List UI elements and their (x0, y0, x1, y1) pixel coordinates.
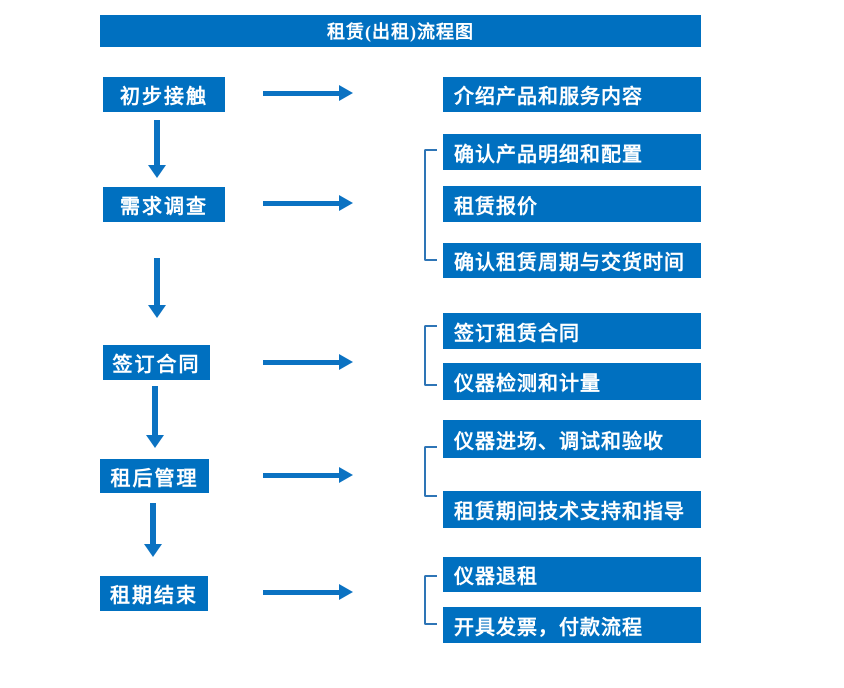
detail-box-instrument-return: 仪器退租 (443, 557, 701, 592)
detail-box-introduce-products-services: 介绍产品和服务内容 (443, 77, 701, 112)
detail-box-sign-rental-contract: 签订租赁合同 (443, 313, 701, 349)
detail-box-confirm-period-delivery: 确认租赁周期与交货时间 (443, 243, 701, 278)
group-bracket-demand-survey (424, 149, 437, 261)
group-bracket-post-rental (424, 446, 437, 497)
diagram-title: 租赁(出租)流程图 (100, 15, 701, 47)
group-bracket-sign-contract (424, 325, 437, 386)
detail-box-instrument-testing-metering: 仪器检测和计量 (443, 363, 701, 400)
step-box-initial-contact: 初步接触 (103, 77, 225, 112)
step-box-demand-survey: 需求调查 (103, 187, 225, 222)
detail-box-instrument-entry-debug-acceptance: 仪器进场、调试和验收 (443, 420, 701, 458)
step-box-sign-contract: 签订合同 (103, 345, 210, 380)
detail-box-rental-quotation: 租赁报价 (443, 186, 701, 222)
group-bracket-rental-end (424, 575, 437, 625)
detail-box-confirm-product-config: 确认产品明细和配置 (443, 134, 701, 170)
detail-box-technical-support-guidance: 租赁期间技术支持和指导 (443, 491, 701, 528)
step-box-rental-end: 租期结束 (100, 576, 208, 611)
detail-box-invoice-payment-process: 开具发票，付款流程 (443, 607, 701, 643)
step-box-post-rental-management: 租后管理 (100, 459, 209, 493)
